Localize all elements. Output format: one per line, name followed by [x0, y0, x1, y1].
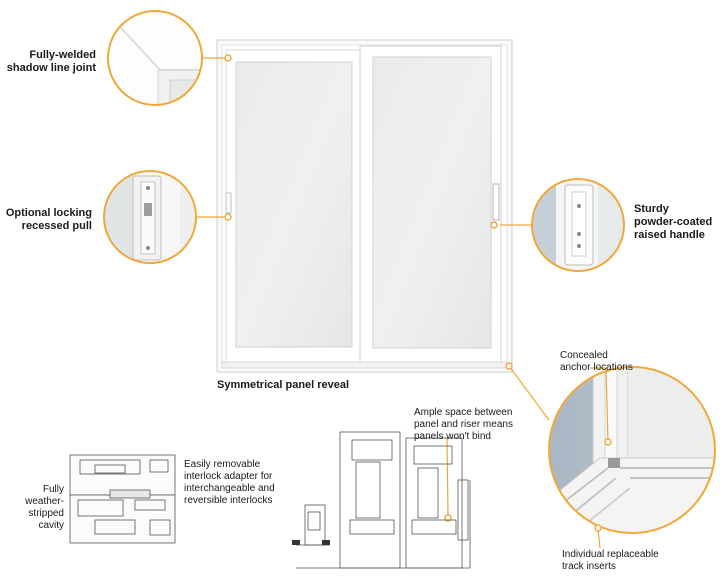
label-line: Sturdy — [634, 203, 669, 215]
zoom-shadow-line-joint — [107, 10, 203, 106]
leader-lines — [71, 57, 609, 549]
label-line: raised handle — [634, 229, 705, 241]
zoom-track-corner — [548, 366, 716, 534]
fastener-icon — [322, 540, 330, 545]
zoom-raised-handle — [531, 178, 625, 272]
label-line: Concealed — [560, 350, 608, 361]
label-line: Ample space between — [414, 407, 513, 418]
zoom-locking-pull — [103, 170, 197, 264]
label-line: reversible interlocks — [184, 495, 273, 506]
label-riser-space: Ample space between panel and riser mean… — [414, 407, 513, 443]
label-line: cavity — [38, 520, 64, 531]
label-line: powder-coated — [634, 216, 713, 228]
label-shadow-line-joint: Fully-welded shadow line joint — [4, 49, 96, 75]
fastener-icon — [292, 540, 300, 545]
label-line: interlock adapter for — [184, 471, 273, 482]
label-line: stripped — [28, 508, 64, 519]
interlock-cross-section — [69, 454, 176, 544]
label-line: weather- — [25, 496, 64, 507]
label-interlock-adapter: Easily removable interlock adapter for i… — [184, 459, 275, 507]
label-track-inserts: Individual replaceable track inserts — [562, 549, 659, 573]
label-line: recessed pull — [21, 220, 92, 232]
label-weatherstripped-cavity: Fully weather- stripped cavity — [4, 484, 64, 532]
leader-dots — [82, 54, 612, 532]
label-line: track inserts — [562, 561, 616, 572]
label-line: anchor locations — [560, 362, 633, 373]
label-line: Easily removable — [184, 459, 261, 470]
label-line: Fully-welded — [29, 49, 96, 61]
label-line: panels won't bind — [414, 431, 491, 442]
patio-door — [216, 39, 513, 373]
label-line: Individual replaceable — [562, 549, 659, 560]
label-line: interchangeable and — [184, 483, 275, 494]
label-line: Fully — [42, 484, 64, 495]
label-anchor-locations: Concealed anchor locations — [560, 350, 633, 374]
label-raised-handle: Sturdy powder-coated raised handle — [634, 203, 722, 242]
label-locking-pull: Optional locking recessed pull — [4, 207, 92, 233]
label-line: Optional locking — [5, 207, 92, 219]
label-line: shadow line joint — [6, 62, 96, 74]
label-panel-reveal: Symmetrical panel reveal — [217, 379, 350, 391]
track-cross-section — [296, 431, 471, 569]
label-line: panel and riser means — [414, 419, 513, 430]
